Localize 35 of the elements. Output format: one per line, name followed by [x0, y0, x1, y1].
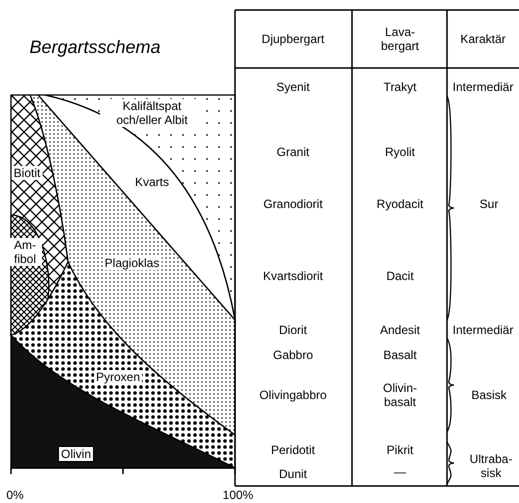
rock-name: Ryolit — [385, 145, 415, 159]
rock-name: Dacit — [386, 269, 414, 283]
rock-name: — — [394, 465, 406, 479]
rock-name: Ryodacit — [376, 197, 424, 211]
character-label: Intermediär — [452, 80, 514, 94]
region-label: Am- fibol — [8, 238, 42, 266]
rock-name: Andesit — [380, 323, 420, 337]
rock-name: Pikrit — [386, 443, 414, 457]
column-header: Karaktär — [460, 32, 506, 46]
character-label: Sur — [480, 197, 498, 211]
axis-label: 100% — [222, 488, 254, 502]
rock-name: Granodiorit — [263, 197, 323, 211]
column-header: Djupbergart — [262, 32, 324, 46]
rock-name: Kvartsdiorit — [262, 269, 324, 283]
character-label: Intermediär — [452, 323, 514, 337]
rock-name: Basalt — [383, 348, 417, 362]
region-label: Kvarts — [133, 175, 171, 189]
rock-name: Granit — [276, 145, 310, 159]
diagram-title: Bergartsschema — [29, 36, 161, 58]
region-label: Plagioklas — [102, 256, 162, 270]
rock-name: Gabbro — [272, 348, 314, 362]
region-label: Olivin — [58, 446, 94, 462]
rock-name: Trakyt — [384, 80, 416, 94]
character-label: Ultraba- sisk — [468, 452, 514, 480]
column-header: Lava- bergart — [380, 25, 420, 53]
region-label: Pyroxen — [94, 370, 142, 384]
axis-label: 0% — [6, 488, 24, 502]
rock-name: Olivin- basalt — [382, 381, 418, 409]
rock-name: Peridotit — [270, 443, 316, 457]
character-label: Basisk — [471, 388, 507, 402]
rock-name: Dunit — [279, 467, 307, 481]
rock-name: Diorit — [279, 323, 307, 337]
rock-name: Syenit — [276, 80, 310, 94]
region-label: Biotit — [12, 166, 42, 180]
rock-name: Olivingabbro — [259, 388, 327, 402]
